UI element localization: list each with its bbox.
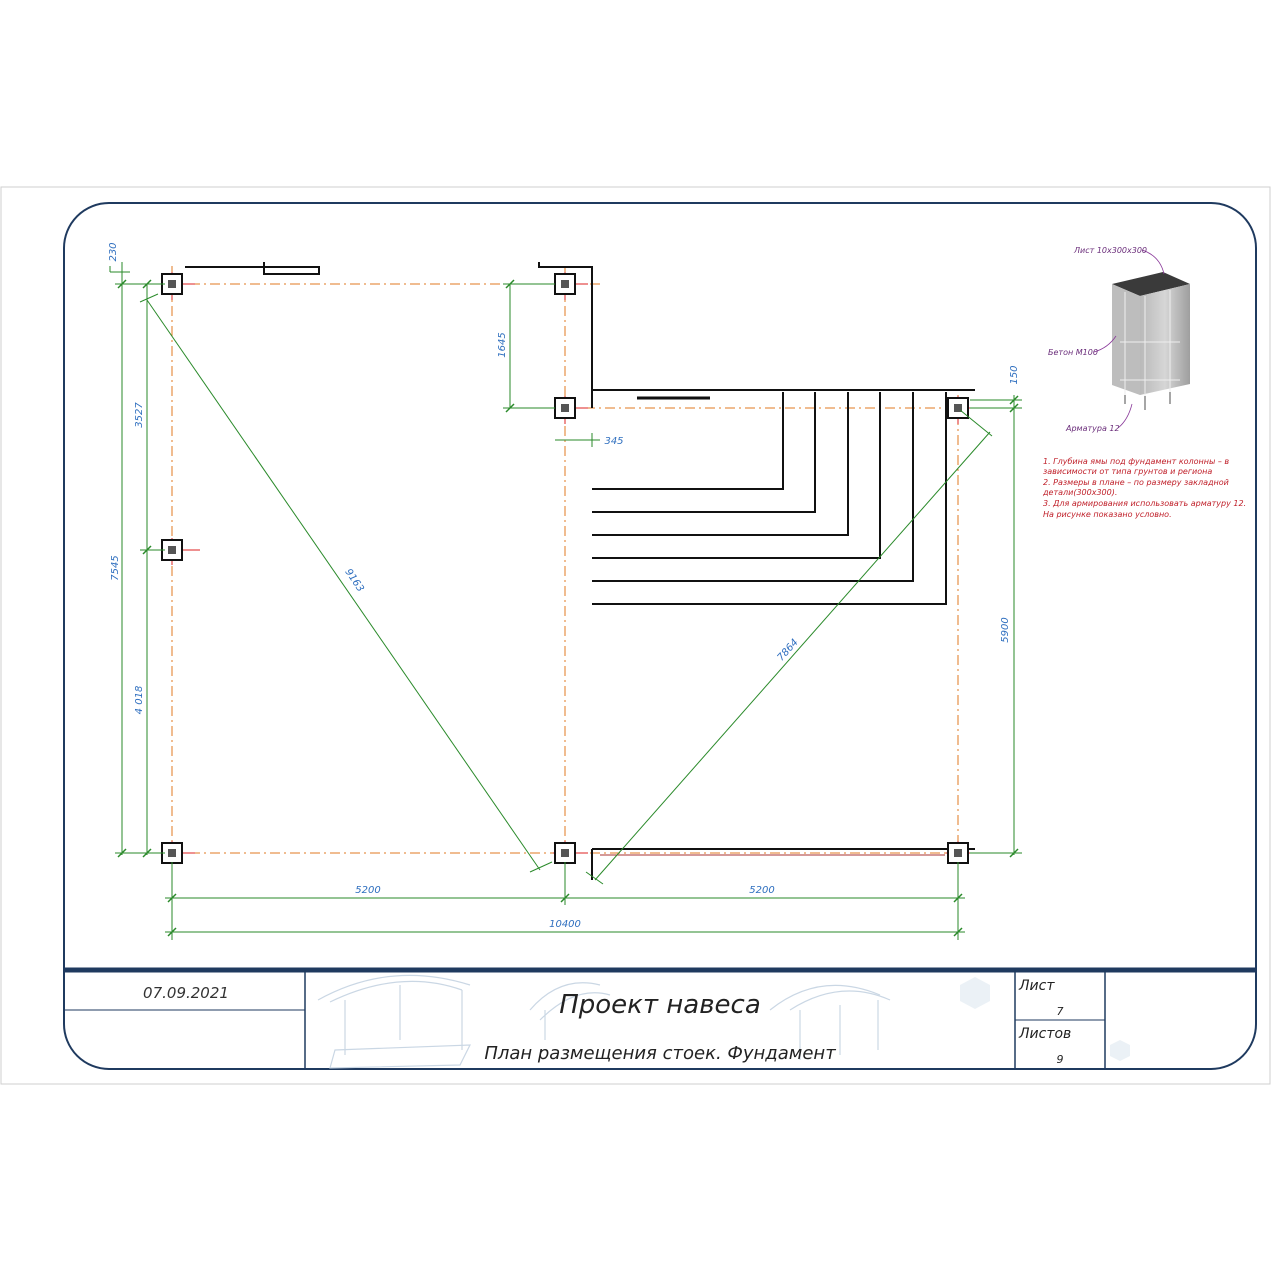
title-main: Проект навеса xyxy=(559,990,761,1020)
note-line: На рисунке показано условно. xyxy=(1043,510,1172,519)
column-base xyxy=(554,273,576,295)
axis-crosshair-red xyxy=(160,272,975,868)
column-bases xyxy=(161,273,969,864)
dim-150: 150 xyxy=(1009,365,1020,384)
dim-7545: 7545 xyxy=(110,555,121,580)
dim-1645: 1645 xyxy=(497,332,508,357)
column-base xyxy=(554,397,576,419)
dim-230: 230 xyxy=(108,242,119,261)
column-base xyxy=(947,842,969,864)
dim-345: 345 xyxy=(604,436,623,447)
detail-callouts xyxy=(1093,249,1165,429)
foundation-detail xyxy=(1112,272,1190,410)
dim-3527: 3527 xyxy=(134,402,145,428)
column-base xyxy=(947,397,969,419)
detail-label-concrete: Бетон М100 xyxy=(1048,348,1098,357)
sheet-label: Лист xyxy=(1018,978,1055,994)
note-line: 2. Размеры в плане – по размеру закладно… xyxy=(1043,478,1229,487)
title-block: 07.09.2021 Проект навеса План размещения… xyxy=(64,967,1256,1069)
sheets-label: Листов xyxy=(1018,1026,1071,1042)
hex-watermark xyxy=(960,977,1130,1061)
note-line: зависимости от типа грунтов и региона xyxy=(1043,467,1212,476)
dimension-lines xyxy=(109,262,1022,940)
sheets-total: 9 xyxy=(1057,1053,1064,1066)
canopy-watermark xyxy=(317,974,891,1069)
dim-5200-left: 5200 xyxy=(355,885,380,896)
column-base xyxy=(554,842,576,864)
detail-label-sheet: Лист 10х300х300 xyxy=(1073,246,1147,255)
title-date: 07.09.2021 xyxy=(143,984,229,1002)
dim-10400: 10400 xyxy=(549,919,581,930)
dim-9163: 9163 xyxy=(342,567,365,594)
title-sub: План размещения стоек. Фундамент xyxy=(484,1043,836,1064)
axis-lines xyxy=(150,266,980,868)
dimension-ticks xyxy=(117,279,1019,937)
stairs xyxy=(592,392,947,605)
sheet-number: 7 xyxy=(1057,1005,1064,1018)
sheet-border xyxy=(0,186,1271,1085)
drawing-frame xyxy=(63,202,1257,1070)
dim-5900: 5900 xyxy=(1000,617,1011,642)
notes: 1. Глубина ямы под фундамент колонны – в… xyxy=(1042,457,1246,519)
detail-label-rebar: Арматура 12 xyxy=(1065,424,1120,433)
note-line: 1. Глубина ямы под фундамент колонны – в xyxy=(1043,457,1229,466)
dim-4018: 4 018 xyxy=(134,686,145,715)
note-line: 3. Для армирования использовать арматуру… xyxy=(1043,499,1246,508)
walls xyxy=(185,262,975,880)
note-line: детали(300х300). xyxy=(1042,488,1117,497)
dim-5200-right: 5200 xyxy=(749,885,774,896)
